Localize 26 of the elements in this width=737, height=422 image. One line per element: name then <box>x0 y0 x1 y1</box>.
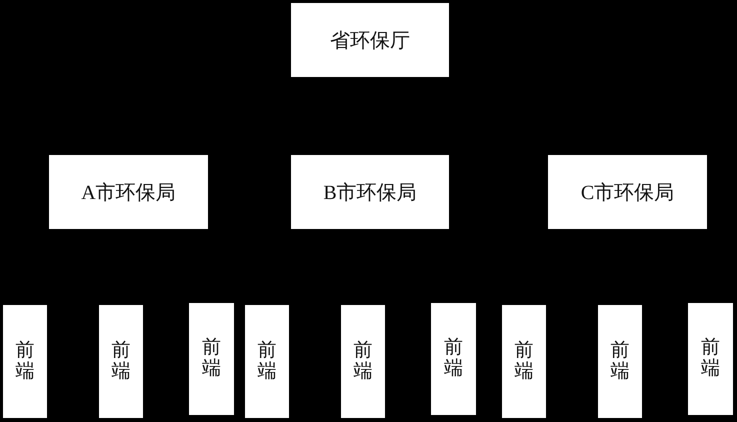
org-label: 省环保厅 <box>330 28 410 54</box>
terminal-label: 前端 <box>202 338 221 380</box>
org-label: B市环保局 <box>323 180 417 206</box>
org-box <box>49 155 208 229</box>
terminal-box <box>245 305 289 418</box>
terminal-label: 前端 <box>444 338 463 380</box>
terminal-label: 前端 <box>610 340 630 382</box>
org-label: A市环保局 <box>81 180 176 206</box>
org-box <box>291 155 449 229</box>
terminal-label: 前端 <box>258 340 276 382</box>
terminal-label: 前端 <box>112 340 130 382</box>
terminal-box <box>598 305 642 418</box>
org-label: C市环保局 <box>580 180 674 206</box>
org-box <box>291 3 449 77</box>
terminal-label: 前端 <box>514 340 534 382</box>
terminal-box <box>688 303 733 415</box>
terminal-label: 前端 <box>701 338 720 380</box>
terminal-box <box>502 305 546 418</box>
terminal-box <box>99 305 143 418</box>
terminal-box <box>341 305 385 418</box>
org-box <box>548 155 707 229</box>
terminal-box <box>3 305 47 418</box>
terminal-label: 前端 <box>16 340 34 382</box>
terminal-box <box>431 303 476 415</box>
terminal-label: 前端 <box>354 340 372 382</box>
terminal-box <box>189 303 234 415</box>
